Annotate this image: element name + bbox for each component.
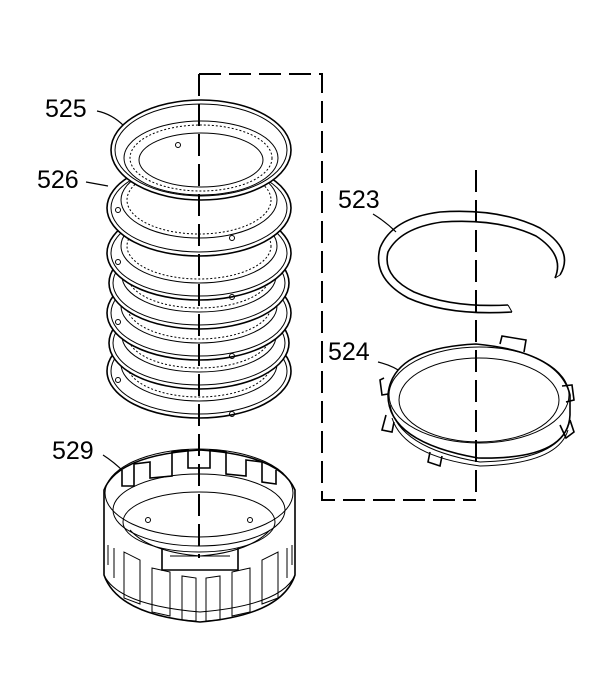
backing-plate-524 [379, 335, 575, 468]
clutch-plate-525 [110, 99, 292, 201]
callout-label-526: 526 [37, 166, 79, 194]
callout-label-529: 529 [52, 437, 94, 465]
callout-525: 525 [45, 95, 125, 127]
callout-529: 529 [52, 437, 125, 473]
callout-label-525: 525 [45, 95, 87, 123]
assembly-guide-lines [198, 73, 477, 558]
leader-line-526 [85, 181, 109, 187]
callout-526: 526 [37, 166, 109, 194]
clutch-plate-stack [106, 99, 292, 419]
leader-line-525 [96, 110, 125, 127]
leader-line-523 [372, 213, 397, 233]
callout-524: 524 [328, 338, 405, 375]
callout-label-523: 523 [338, 186, 380, 214]
bracket-guide-line [199, 73, 476, 501]
callout-523: 523 [338, 186, 397, 233]
callout-label-524: 524 [328, 338, 370, 366]
snap-ring-523 [377, 210, 566, 314]
